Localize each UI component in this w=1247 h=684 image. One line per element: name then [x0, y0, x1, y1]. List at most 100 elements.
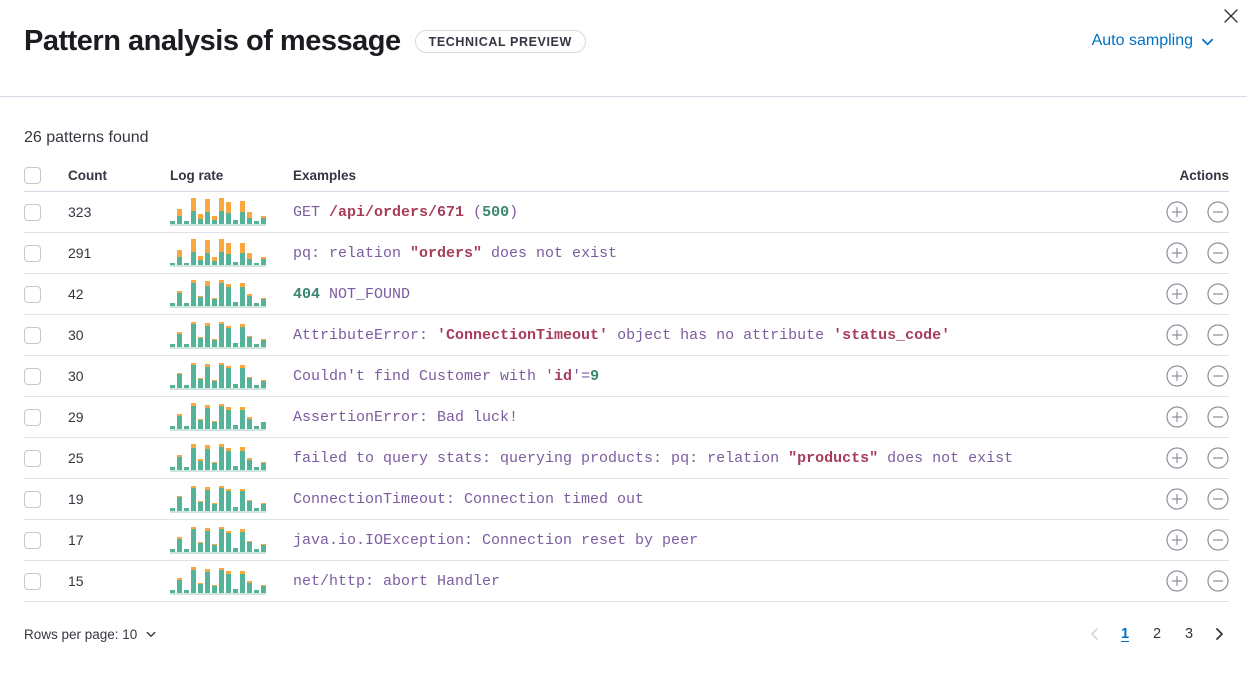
- include-pattern-button[interactable]: [1166, 529, 1188, 551]
- plus-circle-icon: [1166, 447, 1188, 469]
- plus-circle-icon: [1166, 242, 1188, 264]
- log-rate-sparkline: [170, 403, 266, 431]
- page-2-button[interactable]: 2: [1145, 622, 1169, 646]
- chevron-down-icon: [145, 628, 157, 640]
- pattern-count: 17: [68, 532, 84, 548]
- pattern-example: GET /api/orders/671 (500): [293, 203, 519, 221]
- pattern-row: 25 failed to query stats: querying produ…: [24, 438, 1229, 479]
- include-pattern-button[interactable]: [1166, 570, 1188, 592]
- page-title: Pattern analysis of message: [24, 25, 401, 57]
- log-rate-sparkline: [170, 280, 266, 308]
- chevron-left-icon: [1087, 626, 1103, 642]
- column-header-examples: Examples: [293, 167, 357, 183]
- column-header-log-rate: Log rate: [170, 167, 224, 183]
- pattern-row: 30 Couldn't find Customer with 'id'=9: [24, 356, 1229, 397]
- row-checkbox[interactable]: [24, 326, 41, 344]
- technical-preview-badge: TECHNICAL PREVIEW: [414, 29, 586, 53]
- exclude-pattern-button[interactable]: [1207, 488, 1229, 510]
- include-pattern-button[interactable]: [1166, 324, 1188, 346]
- pattern-count: 15: [68, 573, 84, 589]
- pattern-count: 29: [68, 409, 84, 425]
- table-body: 323 GET /api/orders/671 (500) 291 pq: re…: [24, 192, 1229, 602]
- row-checkbox[interactable]: [24, 531, 41, 549]
- pattern-example: pq: relation "orders" does not exist: [293, 244, 618, 262]
- sampling-dropdown[interactable]: Auto sampling: [1092, 32, 1215, 50]
- previous-page-button[interactable]: [1085, 626, 1105, 642]
- pattern-example: net/http: abort Handler: [293, 572, 501, 590]
- minus-circle-icon: [1207, 447, 1229, 469]
- row-checkbox[interactable]: [24, 203, 41, 221]
- pattern-row: 15 net/http: abort Handler: [24, 561, 1229, 602]
- include-pattern-button[interactable]: [1166, 201, 1188, 223]
- chevron-right-icon: [1211, 626, 1227, 642]
- page-3-button[interactable]: 3: [1177, 622, 1201, 646]
- log-rate-sparkline: [170, 362, 266, 390]
- exclude-pattern-button[interactable]: [1207, 406, 1229, 428]
- plus-circle-icon: [1166, 201, 1188, 223]
- exclude-pattern-button[interactable]: [1207, 324, 1229, 346]
- minus-circle-icon: [1207, 365, 1229, 387]
- log-rate-sparkline: [170, 526, 266, 554]
- log-rate-sparkline: [170, 444, 266, 472]
- exclude-pattern-button[interactable]: [1207, 365, 1229, 387]
- log-rate-sparkline: [170, 485, 266, 513]
- column-header-count: Count: [68, 167, 107, 183]
- include-pattern-button[interactable]: [1166, 242, 1188, 264]
- plus-circle-icon: [1166, 570, 1188, 592]
- flyout-body: 26 patterns found Count Log rate Example…: [0, 129, 1247, 646]
- pattern-count: 291: [68, 245, 92, 261]
- rows-per-page-button[interactable]: Rows per page: 10: [24, 627, 157, 642]
- minus-circle-icon: [1207, 201, 1229, 223]
- patterns-found-count: 26 patterns found: [24, 129, 149, 146]
- minus-circle-icon: [1207, 324, 1229, 346]
- plus-circle-icon: [1166, 488, 1188, 510]
- row-checkbox[interactable]: [24, 449, 41, 467]
- pattern-row: 17 java.io.IOException: Connection reset…: [24, 520, 1229, 561]
- pattern-count: 323: [68, 204, 92, 220]
- row-checkbox[interactable]: [24, 244, 41, 262]
- pattern-count: 30: [68, 368, 84, 384]
- rows-per-page-label: Rows per page: 10: [24, 626, 138, 642]
- minus-circle-icon: [1207, 406, 1229, 428]
- row-checkbox[interactable]: [24, 408, 41, 426]
- exclude-pattern-button[interactable]: [1207, 570, 1229, 592]
- exclude-pattern-button[interactable]: [1207, 283, 1229, 305]
- column-header-actions: Actions: [1179, 167, 1229, 183]
- flyout-header: Pattern analysis of message TECHNICAL PR…: [0, 0, 1247, 97]
- log-rate-sparkline: [170, 239, 266, 267]
- chevron-down-icon: [1200, 34, 1215, 49]
- exclude-pattern-button[interactable]: [1207, 447, 1229, 469]
- plus-circle-icon: [1166, 283, 1188, 305]
- minus-circle-icon: [1207, 570, 1229, 592]
- plus-circle-icon: [1166, 529, 1188, 551]
- include-pattern-button[interactable]: [1166, 488, 1188, 510]
- exclude-pattern-button[interactable]: [1207, 242, 1229, 264]
- next-page-button[interactable]: [1209, 626, 1229, 642]
- include-pattern-button[interactable]: [1166, 447, 1188, 469]
- page-1-button[interactable]: 1: [1113, 622, 1137, 646]
- pattern-count: 19: [68, 491, 84, 507]
- row-checkbox[interactable]: [24, 490, 41, 508]
- pattern-row: 323 GET /api/orders/671 (500): [24, 192, 1229, 233]
- pattern-row: 42 404 NOT_FOUND: [24, 274, 1229, 315]
- include-pattern-button[interactable]: [1166, 283, 1188, 305]
- select-all-checkbox[interactable]: [24, 166, 41, 184]
- exclude-pattern-button[interactable]: [1207, 529, 1229, 551]
- minus-circle-icon: [1207, 242, 1229, 264]
- exclude-pattern-button[interactable]: [1207, 201, 1229, 223]
- row-checkbox[interactable]: [24, 285, 41, 303]
- minus-circle-icon: [1207, 529, 1229, 551]
- include-pattern-button[interactable]: [1166, 406, 1188, 428]
- pattern-row: 19 ConnectionTimeout: Connection timed o…: [24, 479, 1229, 520]
- sampling-label: Auto sampling: [1091, 32, 1193, 49]
- pattern-count: 25: [68, 450, 84, 466]
- minus-circle-icon: [1207, 283, 1229, 305]
- row-checkbox[interactable]: [24, 367, 41, 385]
- close-icon[interactable]: [1219, 4, 1243, 28]
- include-pattern-button[interactable]: [1166, 365, 1188, 387]
- log-rate-sparkline: [170, 321, 266, 349]
- row-checkbox[interactable]: [24, 572, 41, 590]
